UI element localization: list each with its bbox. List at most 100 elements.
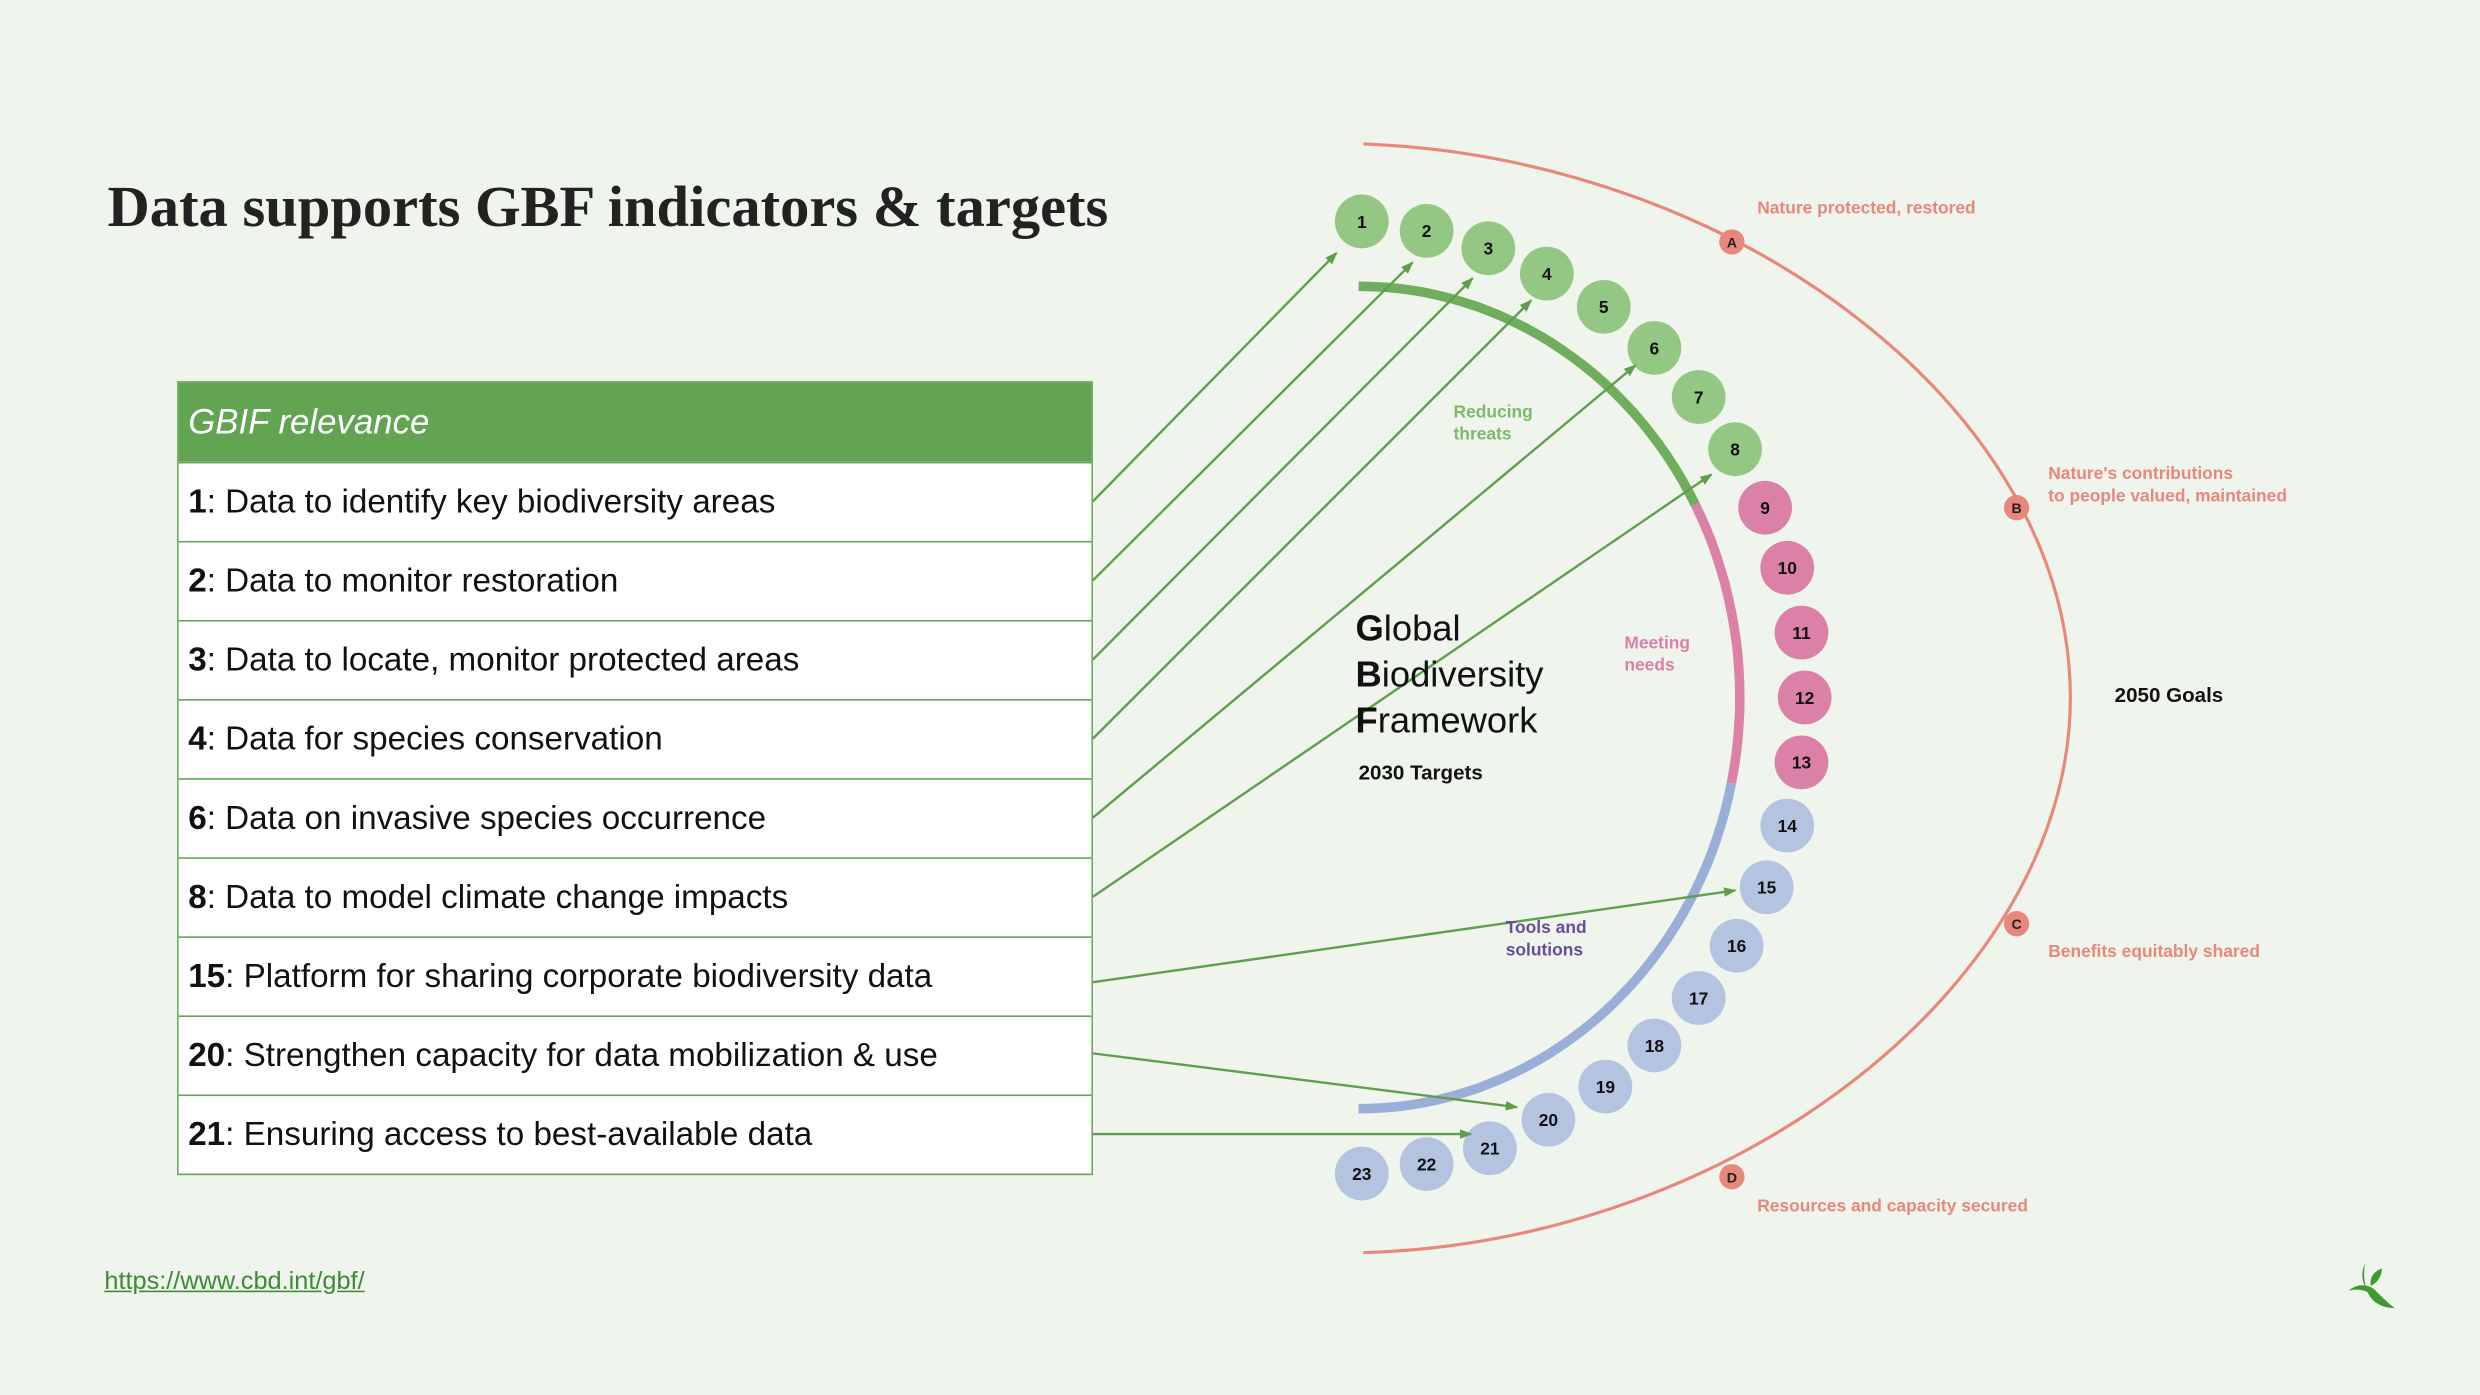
target-number: 4 [188, 721, 207, 758]
arrow-target-20 [1092, 1052, 1519, 1111]
target-15: 15 [1739, 860, 1794, 915]
target-13: 13 [1774, 735, 1829, 790]
framework-title: Global Biodiversity Framework [1355, 607, 1544, 741]
arrow-target-6 [1092, 364, 1637, 819]
goals-arc [1363, 142, 2072, 1255]
table-row: 20: Strengthen capacity for data mobiliz… [178, 1015, 1092, 1095]
svg-text:B: B [2011, 501, 2021, 517]
row-text: : Strengthen capacity for data mobilizat… [225, 1037, 938, 1074]
target-number: 15 [188, 958, 226, 995]
arrow-target-8 [1092, 473, 1713, 898]
svg-text:13: 13 [1792, 753, 1812, 773]
target-11: 11 [1774, 605, 1829, 660]
target-9: 9 [1738, 480, 1792, 535]
arrow-target-2 [1092, 261, 1414, 582]
arrow-target-3 [1092, 277, 1474, 661]
target-12: 12 [1777, 670, 1832, 725]
goal-c-label: Benefits equitably shared [2048, 942, 2260, 962]
target-16: 16 [1709, 918, 1764, 973]
table-row: 2: Data to monitor restoration [178, 540, 1092, 620]
target-number: 8 [188, 879, 207, 916]
svg-text:4: 4 [1542, 264, 1552, 284]
svg-text:17: 17 [1689, 988, 1708, 1008]
target-1: 1 [1334, 194, 1389, 249]
target-14: 14 [1760, 798, 1815, 853]
target-21: 21 [1463, 1121, 1517, 1176]
target-22: 22 [1399, 1137, 1454, 1191]
table-row: 4: Data for species conservation [178, 699, 1092, 779]
svg-text:12: 12 [1795, 688, 1814, 708]
target-number: 6 [188, 800, 207, 837]
arrow-target-1 [1092, 251, 1338, 503]
svg-text:2: 2 [1422, 221, 1432, 241]
svg-text:3: 3 [1483, 239, 1493, 259]
goal-d-label: Resources and capacity secured [1757, 1197, 2028, 1217]
page-title: Data supports GBF indicators & targets [107, 175, 1109, 241]
target-number: 21 [188, 1116, 226, 1154]
svg-text:11: 11 [1792, 623, 1811, 643]
row-text: : Data to monitor restoration [206, 563, 619, 600]
svg-text:21: 21 [1480, 1139, 1500, 1159]
svg-text:22: 22 [1417, 1154, 1436, 1174]
target-10: 10 [1760, 540, 1815, 595]
row-text: : Ensuring access to best-available data [225, 1116, 813, 1154]
reducing-threats-arc [1358, 281, 1700, 507]
svg-text:16: 16 [1727, 936, 1747, 956]
gbf-link[interactable]: https://www.cbd.int/gbf/ [104, 1268, 365, 1296]
svg-text:20: 20 [1539, 1110, 1558, 1130]
table-row: 6: Data on invasive species occurrence [178, 778, 1092, 858]
table-row: 1: Data to identify key biodiversity are… [178, 461, 1092, 541]
svg-text:8: 8 [1730, 440, 1740, 460]
target-23: 23 [1334, 1146, 1389, 1201]
target-4: 4 [1519, 246, 1574, 301]
svg-text:9: 9 [1760, 498, 1770, 518]
target-number: 2 [188, 563, 207, 600]
svg-text:15: 15 [1757, 878, 1777, 898]
target-8: 8 [1708, 422, 1762, 477]
target-20: 20 [1521, 1092, 1576, 1147]
svg-text:5: 5 [1599, 297, 1609, 317]
table-row: 3: Data to locate, monitor protected are… [178, 619, 1092, 700]
arrow-target-15 [1092, 887, 1737, 984]
svg-text:A: A [1727, 236, 1737, 252]
svg-text:14: 14 [1778, 816, 1798, 836]
svg-text:23: 23 [1352, 1164, 1372, 1184]
svg-text:19: 19 [1596, 1077, 1616, 1097]
goal-marker-d: D [1719, 1164, 1745, 1190]
table-header: GBIF relevance [178, 382, 1092, 462]
target-number: 3 [188, 642, 207, 679]
target-number: 20 [188, 1037, 226, 1074]
target-6: 6 [1627, 321, 1682, 375]
target-17: 17 [1671, 971, 1726, 1025]
target-7: 7 [1671, 370, 1726, 424]
target-18: 18 [1627, 1018, 1682, 1073]
row-text: : Data to locate, monitor protected area… [206, 642, 800, 679]
row-text: : Data on invasive species occurrence [206, 800, 767, 837]
svg-text:C: C [2011, 917, 2021, 933]
target-3: 3 [1461, 221, 1516, 276]
goals-label: 2050 Goals [2114, 683, 2224, 707]
targets-label: 2030 Targets [1358, 760, 1483, 785]
row-text: : Data to identify key biodiversity area… [206, 483, 776, 521]
goal-a-label: Nature protected, restored [1757, 199, 1976, 219]
table-row: 8: Data to model climate change impacts [178, 857, 1092, 937]
target-number: 1 [188, 483, 207, 521]
svg-text:6: 6 [1650, 338, 1660, 358]
leaf-logo-icon [2348, 1263, 2395, 1309]
target-19: 19 [1578, 1059, 1633, 1114]
row-text: : Data for species conservation [206, 721, 663, 758]
svg-text:1: 1 [1357, 212, 1367, 232]
svg-text:D: D [1727, 1170, 1737, 1186]
table-row: 15: Platform for sharing corporate biodi… [178, 936, 1092, 1016]
target-5: 5 [1576, 279, 1631, 334]
svg-text:18: 18 [1645, 1036, 1665, 1056]
svg-text:10: 10 [1778, 558, 1797, 578]
gbif-relevance-table: GBIF relevance 1: Data to identify key b… [177, 381, 1093, 1176]
meeting-needs-arc [1690, 502, 1745, 784]
row-text: : Data to model climate change impacts [206, 879, 789, 916]
svg-text:7: 7 [1694, 387, 1704, 407]
